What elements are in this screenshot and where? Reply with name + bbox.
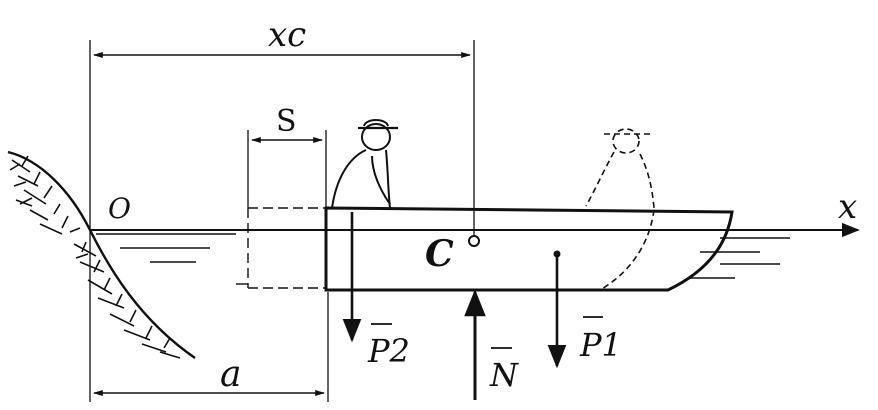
label-p2: P2 <box>367 332 410 370</box>
label-x-axis: x <box>838 187 857 227</box>
label-n: N <box>489 356 519 394</box>
center-point-c <box>468 235 480 247</box>
p1-application-point <box>553 250 561 258</box>
label-c: C <box>425 233 454 275</box>
label-xc: xc <box>268 15 306 55</box>
person-figure <box>331 119 398 209</box>
water-lines <box>96 233 790 279</box>
riverbank <box>7 150 196 359</box>
initial-boat-position <box>247 207 326 289</box>
label-s: S <box>276 104 297 139</box>
boat-hull <box>324 206 734 292</box>
label-p1: P1 <box>579 326 622 364</box>
label-a: a <box>220 354 241 395</box>
person-figure-moved <box>585 128 655 291</box>
label-o: O <box>108 192 131 225</box>
